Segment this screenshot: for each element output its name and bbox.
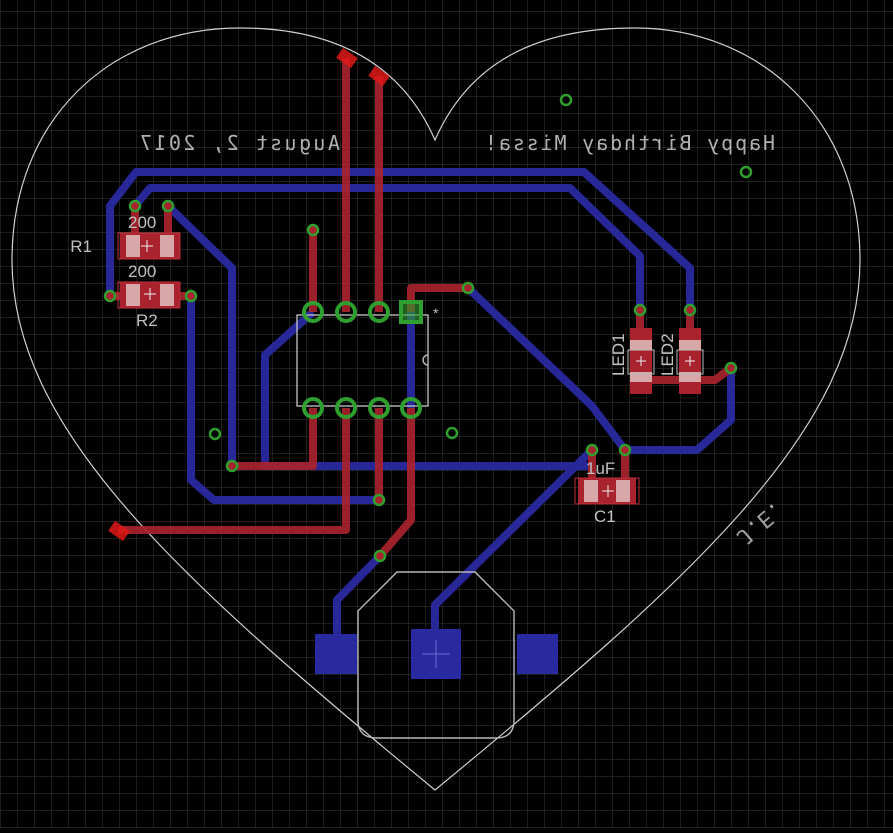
trace-bottom[interactable] bbox=[465, 285, 735, 454]
via[interactable] bbox=[128, 199, 142, 213]
ic-pin-8[interactable] bbox=[302, 301, 324, 323]
unconnected-vias bbox=[208, 93, 753, 441]
trace-end-marker bbox=[368, 65, 390, 87]
ic-pin1-marker: * bbox=[433, 305, 439, 321]
ic-pin-1[interactable] bbox=[399, 300, 423, 324]
message-text: Happy Birthday Missa! bbox=[485, 131, 775, 155]
trace-top[interactable] bbox=[640, 364, 734, 384]
r1-designator: R1 bbox=[70, 237, 92, 256]
trace-end-marker bbox=[336, 47, 358, 69]
bottom-copper-layer bbox=[106, 168, 735, 650]
ic-pads bbox=[302, 300, 423, 419]
battery-pad-left[interactable] bbox=[315, 634, 357, 674]
via[interactable] bbox=[306, 223, 320, 237]
top-copper-layer bbox=[110, 58, 734, 559]
via[interactable] bbox=[208, 427, 222, 441]
via[interactable] bbox=[184, 289, 198, 303]
c1-value: 1uF bbox=[586, 459, 615, 478]
ic-pin-3[interactable] bbox=[335, 397, 357, 419]
via[interactable] bbox=[225, 459, 239, 473]
via[interactable] bbox=[618, 443, 632, 457]
led-1[interactable] bbox=[627, 328, 655, 394]
led1-designator: LED1 bbox=[609, 333, 628, 376]
via[interactable] bbox=[461, 281, 475, 295]
r2-designator: R2 bbox=[136, 311, 158, 330]
trace-bottom[interactable] bbox=[165, 203, 236, 466]
battery-holder[interactable] bbox=[315, 571, 558, 739]
trace-top[interactable] bbox=[376, 408, 415, 559]
via[interactable] bbox=[372, 493, 386, 507]
trace-bottom[interactable] bbox=[261, 309, 592, 470]
via[interactable] bbox=[585, 443, 599, 457]
via[interactable] bbox=[373, 549, 387, 563]
trace-top[interactable] bbox=[118, 408, 350, 534]
trace-end-markers bbox=[108, 47, 390, 542]
led-2[interactable] bbox=[676, 328, 704, 394]
ic-pin-5[interactable] bbox=[400, 397, 422, 419]
trace-bottom[interactable] bbox=[131, 184, 644, 310]
resistor-r2[interactable] bbox=[117, 281, 181, 309]
capacitor-c1[interactable] bbox=[574, 477, 640, 505]
via[interactable] bbox=[739, 165, 753, 179]
via[interactable] bbox=[683, 303, 697, 317]
board-outline bbox=[11, 27, 861, 791]
ic-pin-4[interactable] bbox=[302, 397, 324, 419]
via[interactable] bbox=[161, 199, 175, 213]
ic-pin-2[interactable] bbox=[368, 397, 390, 419]
component-labels: 200 R1 200 R2 LED1 LED2 1uF C1 * bbox=[70, 213, 677, 526]
r2-value: 200 bbox=[128, 262, 156, 281]
vias bbox=[103, 199, 738, 563]
via[interactable] bbox=[633, 303, 647, 317]
trace-end-marker bbox=[108, 520, 130, 542]
trace-bottom[interactable] bbox=[106, 168, 694, 310]
ic-u1[interactable] bbox=[296, 314, 429, 407]
trace-top[interactable] bbox=[232, 408, 317, 470]
led2-designator: LED2 bbox=[658, 333, 677, 376]
battery-pad-right[interactable] bbox=[517, 634, 558, 674]
via[interactable] bbox=[103, 289, 117, 303]
ic-pin-7[interactable] bbox=[335, 301, 357, 323]
via[interactable] bbox=[445, 426, 459, 440]
c1-designator: C1 bbox=[594, 507, 616, 526]
ic-pin-6[interactable] bbox=[368, 301, 390, 323]
trace-bottom[interactable] bbox=[333, 553, 383, 650]
via[interactable] bbox=[559, 93, 573, 107]
resistor-r1[interactable] bbox=[117, 232, 181, 260]
trace-bottom[interactable] bbox=[187, 296, 380, 504]
r1-value: 200 bbox=[128, 213, 156, 232]
via[interactable] bbox=[724, 361, 738, 375]
